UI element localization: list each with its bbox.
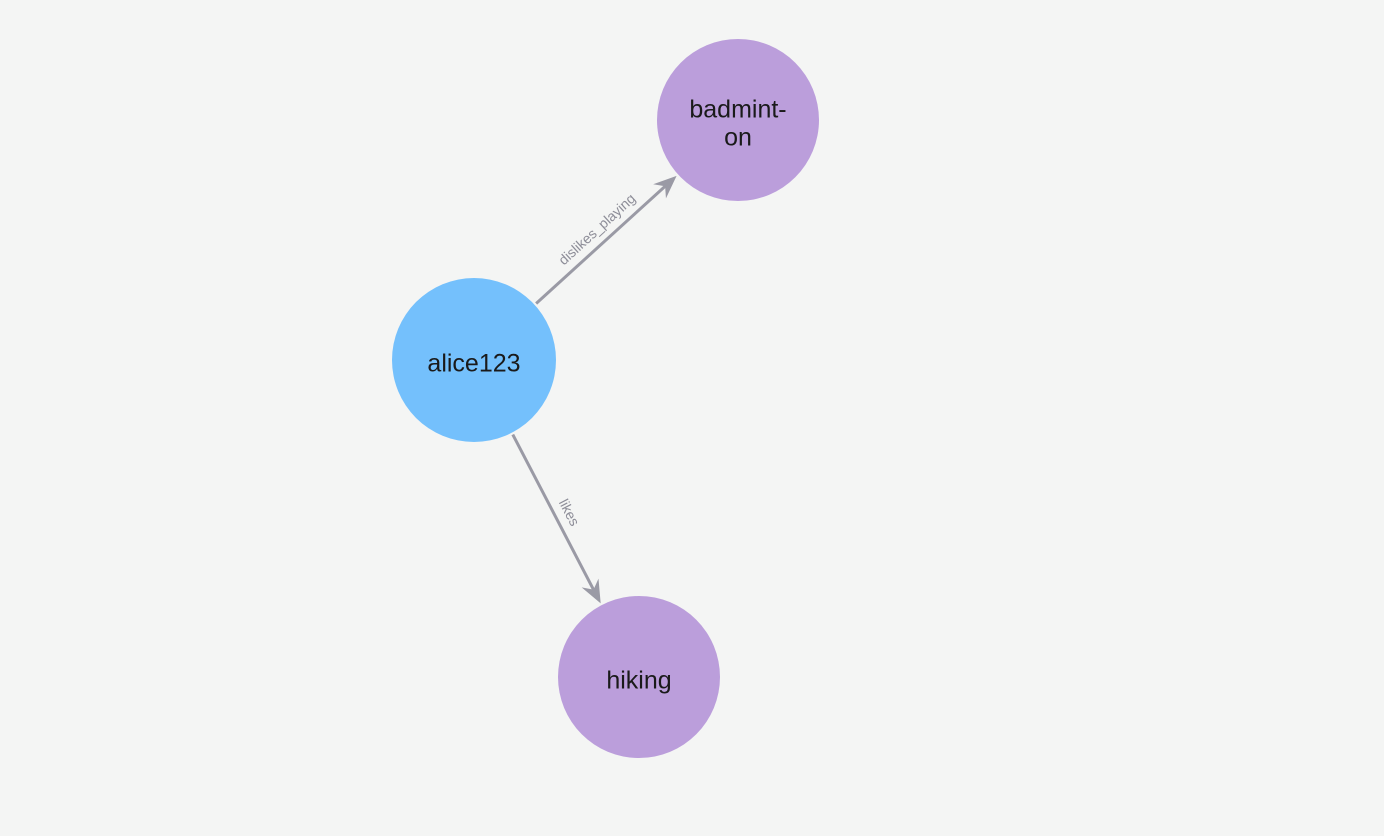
- node-badminton[interactable]: badmint- on: [657, 39, 819, 201]
- node-circle-alice123[interactable]: [392, 278, 556, 442]
- node-alice123[interactable]: alice123: [392, 278, 556, 442]
- arrowhead-dislikes-playing-shape: [653, 175, 677, 199]
- edge-line-likes: [511, 433, 597, 594]
- arrowhead-likes-shape: [581, 578, 601, 604]
- nodes-layer: alice123 badmint- on hiking: [392, 39, 819, 758]
- node-hiking[interactable]: hiking: [558, 596, 720, 758]
- edge-dislikes-playing[interactable]: dislikes_playing: [535, 175, 677, 305]
- node-circle-badminton[interactable]: [657, 39, 819, 201]
- edge-label-dislikes-playing: dislikes_playing: [555, 190, 638, 268]
- edge-likes[interactable]: likes: [511, 433, 601, 604]
- edge-line-dislikes-playing: [535, 182, 669, 305]
- node-circle-hiking[interactable]: [558, 596, 720, 758]
